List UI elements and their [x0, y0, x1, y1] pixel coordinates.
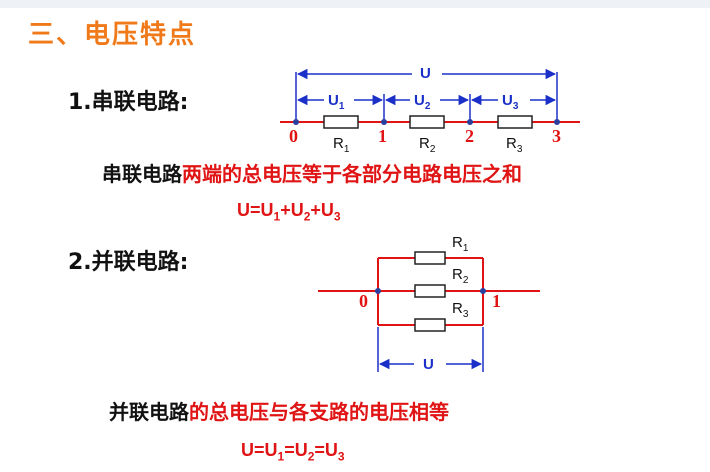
series-node-2-label: 2 [465, 126, 474, 146]
parallel-node-1-label: 1 [492, 291, 501, 311]
series-resistor-r2 [409, 115, 445, 129]
section-heading: 三、电压特点 [28, 20, 197, 50]
series-u2-label: U2 [414, 92, 431, 112]
series-extension-lines [295, 72, 558, 122]
parallel-node-0-dot [375, 288, 381, 294]
series-title: 1.串联电路: [68, 90, 189, 115]
parallel-voltage-label: U [423, 356, 434, 373]
parallel-statement: 并联电路的总电压与各支路的电压相等 [109, 400, 449, 424]
parallel-resistor-r3 [414, 318, 446, 332]
parallel-r2-label: R2 [452, 266, 469, 286]
series-node-2-dot [467, 119, 473, 125]
series-u3-label: U3 [502, 92, 519, 112]
series-statement: 串联电路两端的总电压等于各部分电路电压之和 [102, 162, 522, 186]
parallel-voltage-arrow [377, 327, 484, 372]
series-node-1-dot [381, 119, 387, 125]
series-node-3-label: 3 [552, 126, 561, 146]
series-r1-label: R1 [333, 135, 350, 155]
series-circuit: U U1 U2 U3 R1 R2 R3 0 1 2 3 [280, 65, 580, 155]
parallel-resistor-r1 [414, 251, 446, 265]
parallel-resistor-r2 [414, 284, 446, 298]
series-r3-label: R3 [506, 135, 523, 155]
parallel-r3-label: R3 [452, 300, 469, 320]
series-resistor-r1 [323, 115, 359, 129]
series-r2-label: R2 [419, 135, 436, 155]
parallel-wires [318, 257, 540, 326]
parallel-title: 2.并联电路: [68, 250, 189, 275]
series-u1-label: U1 [328, 92, 345, 112]
series-node-3-dot [554, 119, 560, 125]
series-node-0-dot [293, 119, 299, 125]
top-strip [0, 0, 710, 8]
series-resistor-r3 [497, 115, 533, 129]
parallel-node-1-dot [480, 288, 486, 294]
parallel-r1-label: R1 [452, 234, 469, 254]
series-node-1-label: 1 [378, 126, 387, 146]
parallel-node-0-label: 0 [359, 291, 368, 311]
series-total-voltage-label: U [420, 65, 431, 82]
parallel-circuit: R1 R2 R3 0 1 U [318, 234, 540, 373]
series-formula: U=U1+U2+U3 [237, 200, 341, 224]
series-node-0-label: 0 [289, 126, 298, 146]
parallel-formula: U=U1=U2=U3 [241, 440, 345, 464]
